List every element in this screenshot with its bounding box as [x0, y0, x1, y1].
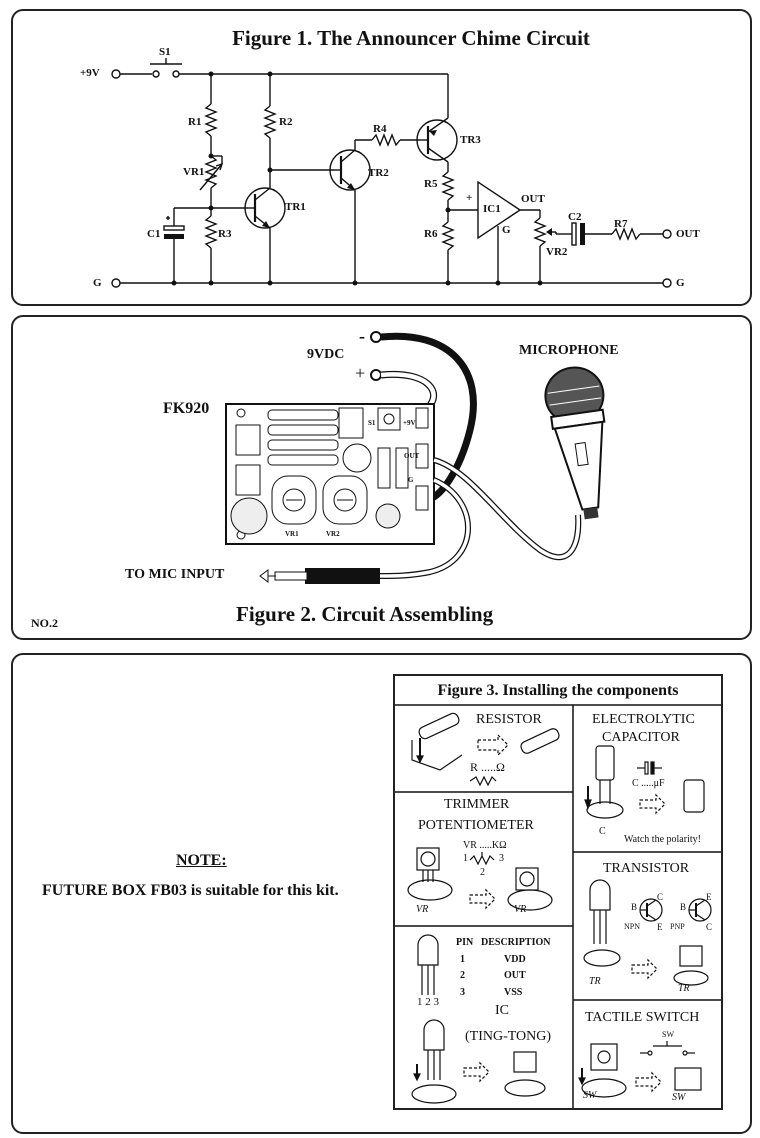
r3-label: R3: [218, 228, 232, 240]
transistor-npn-c: C: [657, 892, 664, 902]
g-left-label: G: [93, 277, 102, 289]
capacitor-title-line1: ELECTROLYTIC: [592, 712, 695, 727]
transistor-npn-b: B: [631, 902, 638, 912]
transistor-title: TRANSISTOR: [603, 861, 690, 876]
tr2-label: TR2: [368, 167, 389, 179]
r5-label: R5: [424, 178, 438, 190]
assembly-diagram: [225, 331, 606, 584]
figure3-title: Figure 3. Installing the components: [437, 682, 679, 699]
resistor-title: RESISTOR: [476, 712, 542, 727]
to-mic-input-label: TO MIC INPUT: [125, 567, 225, 582]
figure2-title: Figure 2. Circuit Assembling: [236, 602, 494, 626]
trimmer-title-line2: POTENTIOMETER: [418, 818, 534, 833]
ic-row1-pin: 1: [460, 954, 465, 965]
capacitor-title-line2: CAPACITOR: [602, 730, 680, 745]
pcb-g-label: G: [408, 476, 414, 484]
plus-terminal-label: +: [355, 363, 366, 383]
plus9v-label: +9V: [80, 67, 100, 79]
pcb-s1-label: S1: [368, 419, 376, 427]
g-right-label: G: [676, 277, 685, 289]
note-text: FUTURE BOX FB03 is suitable for this kit…: [42, 882, 339, 899]
capacitor-polarity: Watch the polarity!: [624, 834, 701, 845]
switch-mark-right: SW: [672, 1092, 686, 1103]
figure1-panel: [11, 9, 752, 306]
vdc-label: 9VDC: [307, 347, 345, 362]
vr1-label: VR1: [183, 166, 205, 178]
switch-mark-left: SW: [583, 1090, 597, 1101]
ic-row2-desc: OUT: [504, 970, 526, 981]
fk920-label: FK920: [163, 400, 210, 417]
trimmer-pin1: 1: [463, 853, 468, 864]
trimmer-mark-left: VR: [416, 904, 429, 915]
ic-row1-desc: VDD: [504, 954, 526, 965]
transistor-npn-e: E: [657, 922, 663, 932]
c1-label: C1: [147, 228, 161, 240]
ic-row2-pin: 2: [460, 970, 465, 981]
ic-g-pin-label: G: [502, 224, 511, 236]
transistor-pnp-e: E: [706, 892, 712, 902]
r6-label: R6: [424, 228, 438, 240]
pcb-vr2-label: VR2: [326, 530, 340, 538]
trimmer-mark-right: VR: [514, 904, 527, 915]
minus-terminal-label: -: [359, 326, 365, 346]
s1-label: S1: [159, 46, 171, 58]
resistor-formula: R .....Ω: [470, 760, 505, 774]
transistor-mark-right: TR: [678, 983, 690, 994]
microphone-label: MICROPHONE: [519, 343, 619, 358]
capacitor-pin-label: C: [599, 826, 606, 837]
ic-name: IC: [495, 1003, 509, 1018]
figure3-panel: [11, 653, 752, 1134]
page-number: NO.2: [31, 616, 58, 630]
figure1-title: Figure 1. The Announcer Chime Circuit: [232, 26, 590, 50]
ic-row3-desc: VSS: [504, 987, 523, 998]
ic-pin-numbers: 1 2 3: [417, 996, 439, 1008]
ic-subtitle: (TING-TONG): [465, 1029, 552, 1044]
r4-label: R4: [373, 123, 387, 135]
tr1-label: TR1: [285, 201, 306, 213]
transistor-mark-left: TR: [589, 976, 601, 987]
trimmer-pin3: 3: [499, 853, 504, 864]
pcb-out-label: OUT: [404, 452, 420, 460]
ic-pin-header: PIN: [456, 937, 474, 948]
vr2-label: VR2: [546, 246, 568, 258]
switch-sw-label: SW: [662, 1030, 674, 1039]
trimmer-pin2: 2: [480, 867, 485, 878]
capacitor-formula: C .....μF: [632, 778, 665, 789]
ic-desc-header: DESCRIPTION: [481, 937, 551, 948]
transistor-pnp: PNP: [670, 922, 685, 931]
ic1-label: IC1: [483, 203, 501, 215]
r2-label: R2: [279, 116, 293, 128]
r7-label: R7: [614, 218, 628, 230]
note-heading: NOTE:: [176, 852, 227, 869]
pcb-vr1-label: VR1: [285, 530, 299, 538]
trimmer-formula: VR .....KΩ: [463, 840, 507, 851]
transistor-pnp-c: C: [706, 922, 713, 932]
ic-row3-pin: 3: [460, 987, 465, 998]
transistor-pnp-b: B: [680, 902, 687, 912]
ic-plus-label: +: [466, 192, 473, 204]
transistor-npn: NPN: [624, 922, 641, 931]
trimmer-title-line1: TRIMMER: [444, 797, 510, 812]
tr3-label: TR3: [460, 134, 481, 146]
switch-title: TACTILE SWITCH: [585, 1010, 700, 1025]
out-label: OUT: [676, 228, 700, 240]
ic-out-pin-label: OUT: [521, 193, 545, 205]
schematic: [111, 58, 672, 288]
figure3-box: [393, 674, 723, 1110]
c2-label: C2: [568, 211, 582, 223]
r1-label: R1: [188, 116, 202, 128]
pcb-9v-label: +9V: [403, 419, 416, 427]
